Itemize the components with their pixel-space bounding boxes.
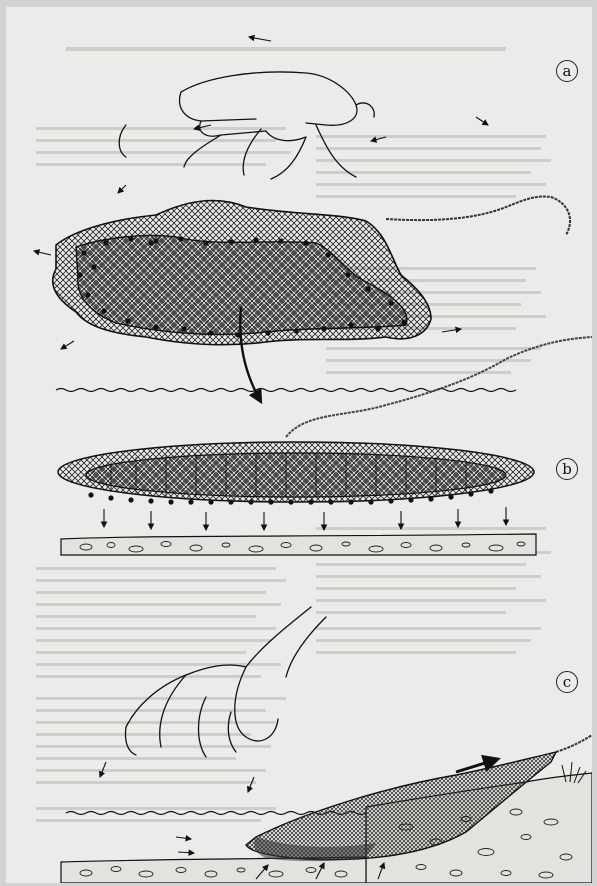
pulling-hand (125, 607, 326, 757)
water-surface-b (56, 389, 516, 392)
net-in-flight (53, 201, 431, 345)
motion-arrows-c (100, 762, 254, 853)
rope-b (286, 337, 592, 437)
panel-label-a: a (556, 60, 578, 82)
throw-rope (386, 196, 570, 235)
panel-label-c: c (556, 671, 578, 693)
fishing-net-illustration (6, 7, 592, 883)
scanned-book-page: a b c (6, 7, 592, 883)
throwing-hand (119, 72, 374, 179)
sinking-arrows (104, 507, 506, 530)
river-bed-b (61, 534, 536, 555)
panel-label-b: b (556, 458, 578, 480)
sinking-net (58, 442, 534, 505)
